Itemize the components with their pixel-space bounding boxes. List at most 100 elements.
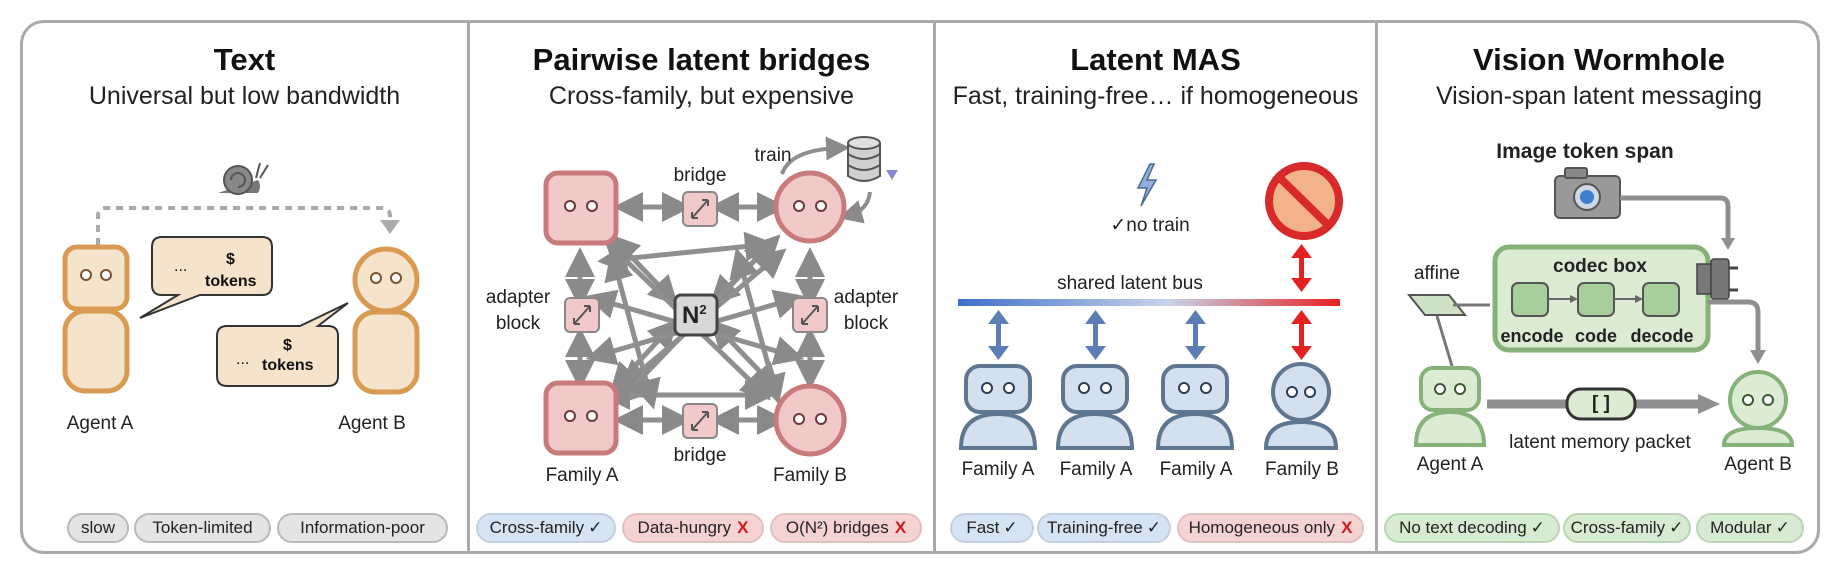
adapter-left-label-1: adapter bbox=[485, 287, 551, 308]
adapter-right-label-2: block bbox=[843, 313, 889, 334]
plug-icon bbox=[1696, 258, 1738, 300]
shared-latent-bus bbox=[958, 299, 1340, 306]
lightning-icon bbox=[1136, 163, 1158, 207]
panel-title: Pairwise latent bridges bbox=[532, 42, 871, 77]
pill-token-limited: Token-limited bbox=[134, 513, 271, 543]
codec-to-agent-b-line bbox=[1708, 299, 1761, 352]
camera-to-plug-line bbox=[1620, 195, 1731, 240]
agent-label-3: Family A bbox=[1159, 459, 1233, 480]
pill-information-poor: Information-poor bbox=[277, 513, 448, 543]
bridge-top-label: bridge bbox=[673, 165, 727, 186]
bubble2-dots: ... bbox=[236, 351, 250, 368]
no-train-label: ✓no train bbox=[1110, 215, 1190, 236]
agent-label-4: Family B bbox=[1265, 459, 1339, 480]
panel-title: Latent MAS bbox=[1070, 42, 1241, 77]
packet-arrowhead bbox=[1698, 394, 1720, 414]
train-arrow bbox=[780, 136, 850, 175]
family-b-agent bbox=[1263, 362, 1339, 450]
agent-a-label: Agent A bbox=[66, 413, 134, 434]
agent-b-avatar bbox=[352, 246, 420, 395]
decode-label: decode bbox=[1630, 326, 1694, 346]
panel-divider-1 bbox=[467, 20, 470, 554]
family-a-agent-1 bbox=[958, 364, 1038, 450]
n-squared-box bbox=[673, 293, 719, 337]
pill-training-free: Training-free✓ bbox=[1037, 513, 1171, 543]
data-flow-arrowhead bbox=[886, 170, 898, 180]
adapter-left-label-2: block bbox=[495, 313, 541, 334]
camera-icon bbox=[1554, 167, 1621, 219]
pill-no-text-decoding: No text decoding✓ bbox=[1384, 513, 1560, 543]
agent-a-avatar bbox=[1413, 366, 1487, 447]
codec-box-label: codec box bbox=[1553, 256, 1647, 277]
camera-arrowhead bbox=[1721, 238, 1735, 250]
pill-modular: Modular✓ bbox=[1696, 513, 1804, 543]
image-span-label: Image token span bbox=[1496, 140, 1674, 163]
no-training-icon bbox=[1265, 162, 1343, 240]
panel-subtitle: Universal but low bandwidth bbox=[88, 82, 401, 110]
agent-label-2: Family A bbox=[1059, 459, 1133, 480]
family-a-label: Family A bbox=[545, 465, 619, 486]
packet-label: latent memory packet bbox=[1509, 432, 1691, 453]
agent-b-avatar bbox=[1721, 370, 1795, 447]
agent-a-label: Agent A bbox=[1416, 454, 1484, 475]
bridges-graphics bbox=[543, 136, 898, 457]
pill-fast: Fast✓ bbox=[950, 513, 1034, 543]
family-a-agent-2 bbox=[1055, 364, 1135, 450]
affine-to-agent-line bbox=[1435, 315, 1454, 367]
affine-icon bbox=[1406, 294, 1468, 316]
panel-subtitle: Fast, training-free… if homogeneous bbox=[952, 82, 1359, 110]
agent-b-label: Agent B bbox=[1724, 454, 1792, 475]
panel-subtitle: Cross-family, but expensive bbox=[548, 82, 855, 110]
arrowhead-icon bbox=[380, 220, 400, 234]
packet-capsule bbox=[1565, 387, 1637, 421]
agent-b-label: Agent B bbox=[338, 413, 406, 434]
wormhole-graphics bbox=[1406, 167, 1795, 447]
train-label: train bbox=[754, 145, 792, 166]
adapter-box-top bbox=[682, 191, 718, 227]
encode-block bbox=[1511, 282, 1549, 317]
pill-cross-family: Cross-family✓ bbox=[476, 513, 616, 543]
database-icon bbox=[847, 136, 881, 182]
n-squared-label: N2 bbox=[682, 302, 707, 329]
panel-title: Text bbox=[213, 42, 276, 77]
bubble1-dollar: $ bbox=[226, 251, 235, 268]
dashed-message-path bbox=[96, 206, 392, 245]
code-decode-arrowhead bbox=[1635, 295, 1643, 303]
code-block bbox=[1577, 282, 1615, 317]
bridge-bottom-label: bridge bbox=[673, 445, 727, 466]
bubble1-tokens: tokens bbox=[205, 273, 257, 290]
family-a-agent-bottom bbox=[543, 380, 619, 456]
panel-title: Vision Wormhole bbox=[1472, 42, 1726, 77]
adapter-box-bottom bbox=[682, 403, 718, 439]
figure-frame bbox=[20, 20, 1820, 554]
family-b-agent-bottom bbox=[773, 383, 847, 457]
bubble2-dollar: $ bbox=[283, 337, 292, 354]
pill-cross-family: Cross-family✓ bbox=[1563, 513, 1691, 543]
family-a-agent-3 bbox=[1155, 364, 1235, 450]
agent-a-avatar bbox=[62, 244, 130, 394]
bus-label: shared latent bus bbox=[1057, 273, 1203, 294]
speech-bubble-2 bbox=[216, 302, 349, 387]
bubble1-dots: ... bbox=[174, 258, 188, 275]
adapter-box-right bbox=[792, 297, 828, 333]
agent-label-1: Family A bbox=[961, 459, 1035, 480]
encode-code-arrowhead bbox=[1570, 295, 1578, 303]
decode-block bbox=[1642, 282, 1680, 317]
family-a-agent-top bbox=[543, 170, 619, 246]
codec-arrowhead bbox=[1750, 350, 1766, 364]
family-b-label: Family B bbox=[773, 465, 847, 486]
family-b-agent-top bbox=[773, 170, 847, 244]
panel-divider-3 bbox=[1375, 20, 1378, 554]
latent-mas-graphics bbox=[958, 162, 1343, 450]
packet-brackets: [ ] bbox=[1592, 393, 1610, 414]
text-panel-graphics bbox=[62, 162, 420, 395]
pill-slow: slow bbox=[67, 513, 129, 543]
panel-divider-2 bbox=[933, 20, 936, 554]
adapter-box-left bbox=[564, 297, 600, 333]
affine-label: affine bbox=[1413, 263, 1461, 284]
bus-arrows bbox=[988, 244, 1312, 360]
